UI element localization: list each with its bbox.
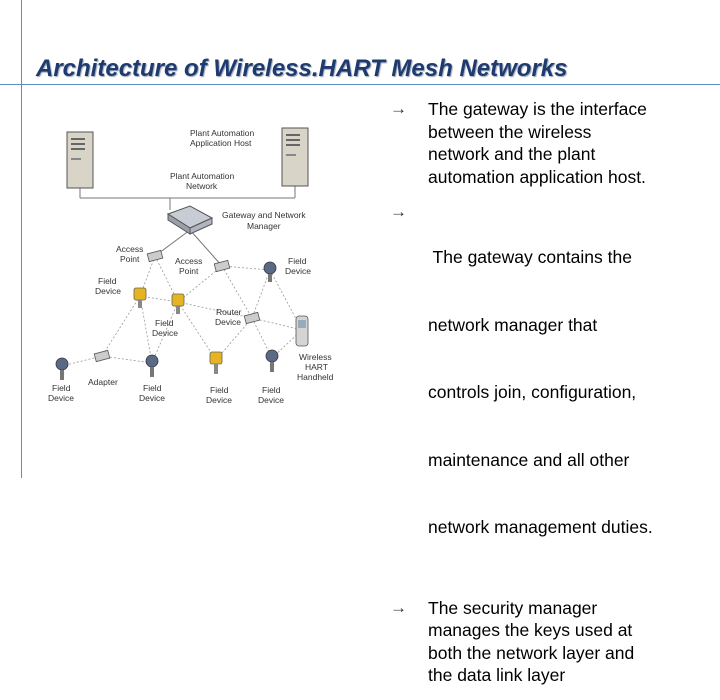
bullet-line: The gateway contains the xyxy=(428,247,632,267)
bullet-text: The security manager manages the keys us… xyxy=(428,597,710,687)
bullet-line: The gateway is the interface xyxy=(428,99,647,119)
label-handheld-line3: Handheld xyxy=(297,372,334,382)
field-device-yellow-icon xyxy=(133,287,147,308)
router-device-icon xyxy=(243,311,261,325)
gateway-icon xyxy=(166,205,214,235)
bullet-item: → The security manager manages the keys … xyxy=(390,597,710,687)
label-ap-left-line2: Point xyxy=(120,254,140,264)
label-adapter: Adapter xyxy=(88,377,118,387)
bullet-line: The security manager xyxy=(428,597,598,618)
label-fd-left-line2: Device xyxy=(95,286,121,296)
field-device-yellow-icon xyxy=(171,293,185,314)
access-point-mid-icon xyxy=(213,259,231,273)
arrow-right-icon: → xyxy=(390,597,407,617)
label-ap-mid-line2: Point xyxy=(179,266,199,276)
bullet-list: → The gateway is the interface between t… xyxy=(390,98,710,700)
server-left-icon xyxy=(66,131,94,189)
label-fd-center-line2: Device xyxy=(152,328,178,338)
label-fd-right-line2: Device xyxy=(285,266,311,276)
bullet-line: network and the plant xyxy=(428,144,596,164)
label-fd-right-line1: Field xyxy=(288,256,307,266)
slide-title: Architecture of Wireless.HART Mesh Netwo… xyxy=(36,55,568,82)
label-network-line2: Network xyxy=(186,181,218,191)
label-gateway-line1: Gateway and Network xyxy=(222,210,306,220)
label-network-line1: Plant Automation xyxy=(170,171,235,181)
handheld-icon xyxy=(295,315,309,347)
access-point-left-icon xyxy=(146,249,164,263)
label-host-line1: Plant Automation xyxy=(190,128,255,138)
bullet-line: automation application host. xyxy=(428,166,646,187)
label-gateway-line2: Manager xyxy=(247,221,281,231)
bullet-line: both the network layer and xyxy=(428,642,635,663)
label-fd-b4-line1: Field xyxy=(262,385,281,395)
field-device-blue-icon xyxy=(55,357,69,380)
bullet-line: maintenance and all other xyxy=(428,449,630,470)
label-ap-left-line1: Access xyxy=(116,244,143,254)
horizontal-divider xyxy=(0,84,720,85)
bullet-item: → The gateway contains the network manag… xyxy=(390,201,710,584)
bullet-line: controls join, configuration, xyxy=(428,382,637,402)
bullet-line: between the wireless xyxy=(428,121,592,142)
label-ap-mid-line1: Access xyxy=(175,256,202,266)
field-device-yellow-icon xyxy=(209,351,223,374)
label-fd-left-line1: Field xyxy=(98,276,117,286)
label-fd-center-line1: Field xyxy=(155,318,174,328)
label-fd-b2-line2: Device xyxy=(139,393,165,403)
arrow-right-icon: → xyxy=(390,202,407,221)
vertical-divider xyxy=(21,0,22,478)
label-router-line2: Device xyxy=(215,317,241,327)
field-device-blue-icon xyxy=(263,261,277,282)
bullet-text: The gateway contains the network manager… xyxy=(428,201,710,584)
label-fd-b1-line2: Device xyxy=(48,393,74,403)
label-fd-b2-line1: Field xyxy=(143,383,162,393)
bullet-item: → The gateway is the interface between t… xyxy=(390,98,710,188)
bullet-line: manages the keys used at xyxy=(428,620,633,640)
bullet-line: network management duties. xyxy=(428,517,653,537)
field-device-blue-icon xyxy=(265,349,279,372)
server-right-icon xyxy=(281,127,309,187)
bullet-text: The gateway is the interface between the… xyxy=(428,98,710,188)
label-fd-b1-line1: Field xyxy=(52,383,71,393)
label-handheld-line2: HART xyxy=(305,362,328,372)
wireless-links xyxy=(61,255,303,367)
label-fd-b3-line2: Device xyxy=(206,395,232,405)
arrow-right-icon: → xyxy=(390,99,407,118)
bullet-line: network manager that xyxy=(428,314,598,335)
label-fd-b3-line1: Field xyxy=(210,385,229,395)
wirelesshart-network-diagram: Plant Automation Application Host Plant … xyxy=(48,127,334,405)
label-fd-b4-line2: Device xyxy=(258,395,284,405)
bullet-line: the data link layer xyxy=(428,665,566,685)
field-device-blue-icon xyxy=(145,354,159,377)
adapter-icon xyxy=(93,349,111,363)
label-router-line1: Router xyxy=(216,307,242,317)
label-handheld-line1: Wireless xyxy=(299,352,332,362)
label-host-line2: Application Host xyxy=(190,138,252,148)
